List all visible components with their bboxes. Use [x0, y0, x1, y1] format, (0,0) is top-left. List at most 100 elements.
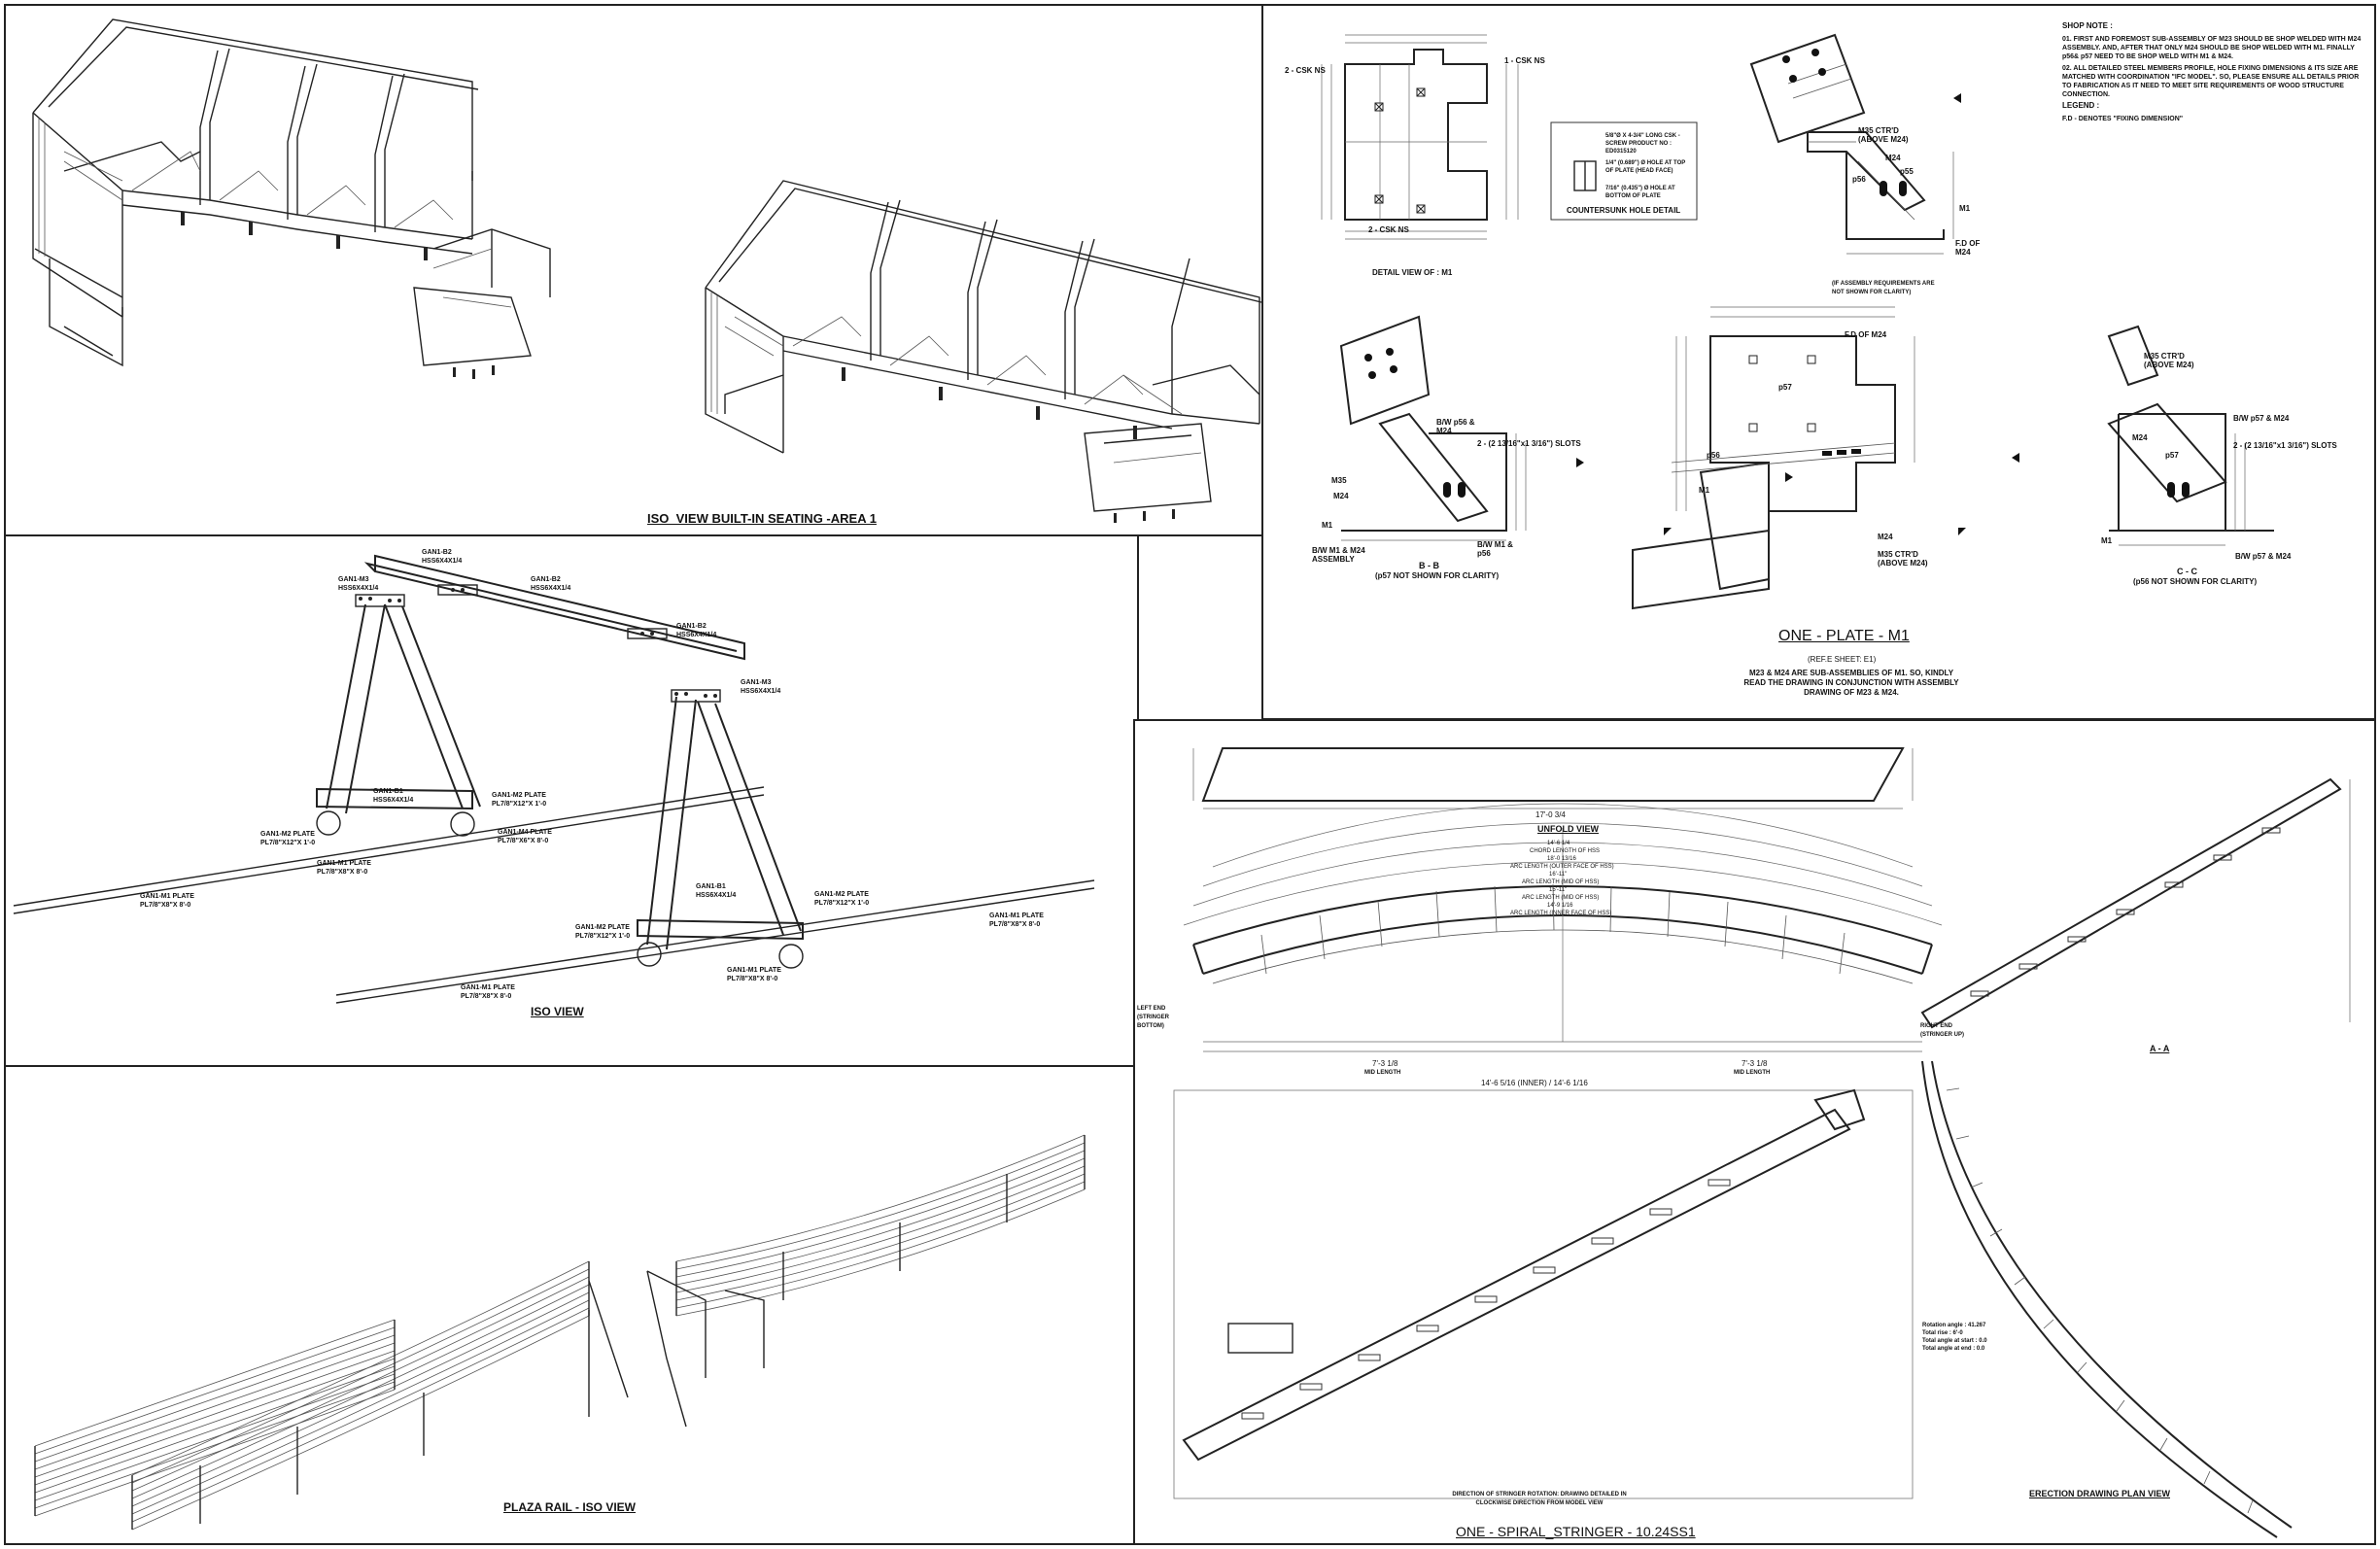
bw-m1-p56-label: B/W M1 & p56: [1477, 540, 1513, 558]
m35-ctrd-label: M35 CTR'D (ABOVE M24): [1858, 126, 1909, 144]
arc-dim-9: ARC LENGTH (INNER FACE OF HSS): [1510, 911, 1612, 916]
plate-m1-drawing: [1321, 33, 2274, 610]
arc-dim-8: 14'-9 1/16: [1547, 903, 1573, 909]
plaza-rail-panel: PLAZA RAIL - ISO VIEW: [4, 1065, 1139, 1545]
m24-label-cc: M24: [2132, 433, 2148, 442]
m35-ctrd-mid: M35 CTR'D (ABOVE M24): [1878, 550, 1928, 568]
section-aa-label: A - A: [2150, 1044, 2170, 1053]
rotation-row-3: Total angle at end : 0.0: [1922, 1346, 1985, 1352]
gantry-label-3: GAN1-B2 HSS6X4X1/4: [676, 623, 717, 638]
plaza-rail-title: PLAZA RAIL - ISO VIEW: [503, 1500, 637, 1514]
gantry-label-4: GAN1-M3 HSS6X4X1/4: [338, 576, 379, 592]
gantry-label-17: GAN1-M4 PLATE PL7/8"X6"X 8'-0: [498, 829, 552, 844]
countersunk-label: COUNTERSUNK HOLE DETAIL: [1567, 206, 1681, 215]
gantry-label-16: GAN1-M1 PLATE PL7/8"X8"X 8'-0: [461, 984, 515, 1000]
csk-label-2: 1 - CSK NS: [1504, 56, 1545, 65]
plaza-rail-drawing: [34, 1134, 1086, 1531]
m24-label-bb: M24: [1333, 492, 1349, 500]
arc-dim-7: ARC LENGTH (MID OF HSS): [1522, 895, 1600, 901]
overall-dim: 14'-6 5/16 (INNER) / 14'-6 1/16: [1481, 1079, 1588, 1087]
gantry-drawing: [13, 554, 1095, 1004]
section-bb-label: B - B: [1419, 561, 1439, 570]
legend-title: LEGEND :: [2062, 101, 2100, 110]
p56-label: p56: [1852, 175, 1866, 184]
bw-p57-label: B/W p57 & M24: [2233, 414, 2290, 423]
legend-fd: F.D - DENOTES "FIXING DIMENSION": [2062, 116, 2184, 122]
p55-label: p55: [1900, 167, 1914, 176]
unfold-view-label: UNFOLD VIEW: [1537, 824, 1599, 834]
plate-m1-panel: SHOP NOTE : 01. FIRST AND FOREMOST SUB-A…: [1261, 4, 2376, 720]
rotation-row-1: Total rise : 6'-0: [1922, 1330, 1963, 1336]
m1-label-bb: M1: [1322, 521, 1333, 530]
gantry-panel: GAN1-B2 HSS6X4X1/4 GAN1-B2 HSS6X4X1/4 GA…: [4, 534, 1139, 1067]
csk-label-3: 2 - CSK NS: [1368, 225, 1409, 234]
section-cc-sub: (p56 NOT SHOWN FOR CLARITY): [2133, 577, 2258, 586]
m24-label: M24: [1885, 154, 1901, 162]
fd-of-m24-label: F.D OF M24: [1955, 239, 1981, 257]
arc-dim-5: ARC LENGTH (MID OF HSS): [1522, 879, 1600, 885]
mid-length-left: MID LENGTH: [1364, 1070, 1401, 1076]
arc-dim-0: 14'-6 1/4: [1547, 841, 1570, 846]
ref-sheet: (REF.E SHEET: E1): [1808, 655, 1877, 664]
direction-note: DIRECTION OF STRINGER ROTATION: DRAWING …: [1452, 1492, 1627, 1506]
cs-note-2: 1/4" (0.689") Ø HOLE AT TOP OF PLATE (HE…: [1605, 160, 1686, 174]
stringer-panel: UNFOLD VIEW 17'-0 3/4 14'-6 1/4 CHORD LE…: [1133, 719, 2376, 1545]
gantry-label-1: GAN1-B2 HSS6X4X1/4: [422, 549, 463, 565]
gantry-label-8: GAN1-M2 PLATE PL7/8"X12"X 1'-0: [492, 792, 547, 808]
mid-length-right: MID LENGTH: [1734, 1070, 1771, 1076]
gantry-label-10: GAN1-M2 PLATE PL7/8"X12"X 1'-0: [575, 924, 631, 940]
stringer-title: ONE - SPIRAL_STRINGER - 10.24SS1: [1456, 1524, 1696, 1539]
left-end-label: LEFT END (STRINGER BOTTOM): [1137, 1006, 1169, 1029]
m1-label: M1: [1959, 204, 1971, 213]
plate-sub-note: M23 & M24 ARE SUB-ASSEMBLIES OF M1. SO, …: [1743, 669, 1959, 697]
m1-label-cc: M1: [2101, 536, 2113, 545]
p57-label-mid: p57: [1778, 383, 1792, 392]
m35-label-bb: M35: [1331, 476, 1347, 485]
section-bb-sub: (p57 NOT SHOWN FOR CLARITY): [1375, 571, 1500, 580]
stringer-drawing: [1173, 747, 2351, 1538]
gantry-label-9: GAN1-M2 PLATE PL7/8"X12"X 1'-0: [260, 831, 316, 846]
cs-note-1: 5/8"Ø X 4-3/4" LONG CSK - SCREW PRODUCT …: [1605, 133, 1680, 155]
m24-label-mid: M24: [1878, 533, 1893, 541]
seating-title: ISO_VIEW BUILT-IN SEATING -AREA 1: [647, 511, 877, 526]
gantry-label-2: GAN1-B2 HSS6X4X1/4: [531, 576, 571, 592]
mid-dim-right: 7'-3 1/8: [1742, 1059, 1768, 1068]
m35-ctrd-cc: M35 CTR'D (ABOVE M24): [2144, 352, 2194, 369]
rotation-row-2: Total angle at start : 0.0: [1922, 1338, 1987, 1344]
gantry-label-12: GAN1-M1 PLATE PL7/8"X8"X 8'-0: [317, 860, 371, 876]
arc-dim-6: 15'-11": [1549, 887, 1568, 893]
right-end-label: RIGHT END (STRINGER UP): [1920, 1023, 1964, 1038]
detail-view-label: DETAIL VIEW OF : M1: [1372, 268, 1453, 277]
section-cc-label: C - C: [2177, 567, 2197, 576]
gantry-label-7: GAN1-B1 HSS6X4X1/4: [696, 883, 737, 899]
bw-m1-m24-label: B/W M1 & M24 ASSEMBLY: [1312, 546, 1365, 564]
plate-m1-title: ONE - PLATE - M1: [1778, 628, 1910, 644]
gantry-label-5: GAN1-M3 HSS6X4X1/4: [741, 679, 781, 695]
shop-note-02: 02. ALL DETAILED STEEL MEMBERS PROFILE, …: [2062, 65, 2360, 98]
slots-label-bb: 2 - (2 13/16"x1 3/16") SLOTS: [1477, 439, 1581, 448]
shop-note-01: 01. FIRST AND FOREMOST SUB-ASSEMBLY OF M…: [2062, 36, 2362, 60]
fd-of-m24-mid: F.D OF M24: [1845, 330, 1887, 339]
gantry-label-11: GAN1-M2 PLATE PL7/8"X12"X 1'-0: [814, 891, 870, 907]
arc-dim-4: 16'-11": [1549, 872, 1568, 878]
gantry-label-15: GAN1-M1 PLATE PL7/8"X8"X 8'-0: [989, 912, 1044, 928]
bw-p56-label: B/W p56 & M24: [1436, 418, 1475, 435]
seating-drawing: [32, 18, 1266, 523]
arc-dim-2: 18'-0 13/16: [1547, 856, 1576, 862]
erection-label: ERECTION DRAWING PLAN VIEW: [2029, 1489, 2171, 1498]
shop-note-title: SHOP NOTE :: [2062, 21, 2113, 30]
m1-label-mid: M1: [1699, 486, 1710, 495]
rotation-row-0: Rotation angle : 41.267: [1922, 1323, 1986, 1328]
cs-note-3: 7/16" (0.435") Ø HOLE AT BOTTOM OF PLATE: [1605, 186, 1675, 199]
arc-dim-3: ARC LENGTH (OUTER FACE OF HSS): [1510, 864, 1614, 870]
unfold-dim: 17'-0 3/4: [1535, 810, 1566, 819]
iso-seating-panel: ISO_VIEW BUILT-IN SEATING -AREA 1: [4, 4, 1271, 536]
mid-dim-left: 7'-3 1/8: [1372, 1059, 1398, 1068]
bw-p57-m24-label: B/W p57 & M24: [2235, 552, 2292, 561]
slots-label-cc: 2 - (2 13/16"x1 3/16") SLOTS: [2233, 441, 2337, 450]
gantry-label-13: GAN1-M1 PLATE PL7/8"X8"X 8'-0: [140, 893, 194, 909]
p56-label-mid: p56: [1707, 451, 1720, 460]
gantry-title: ISO VIEW: [531, 1005, 584, 1018]
gantry-label-14: GAN1-M1 PLATE PL7/8"X8"X 8'-0: [727, 967, 781, 982]
csk-label: 2 - CSK NS: [1285, 66, 1326, 75]
